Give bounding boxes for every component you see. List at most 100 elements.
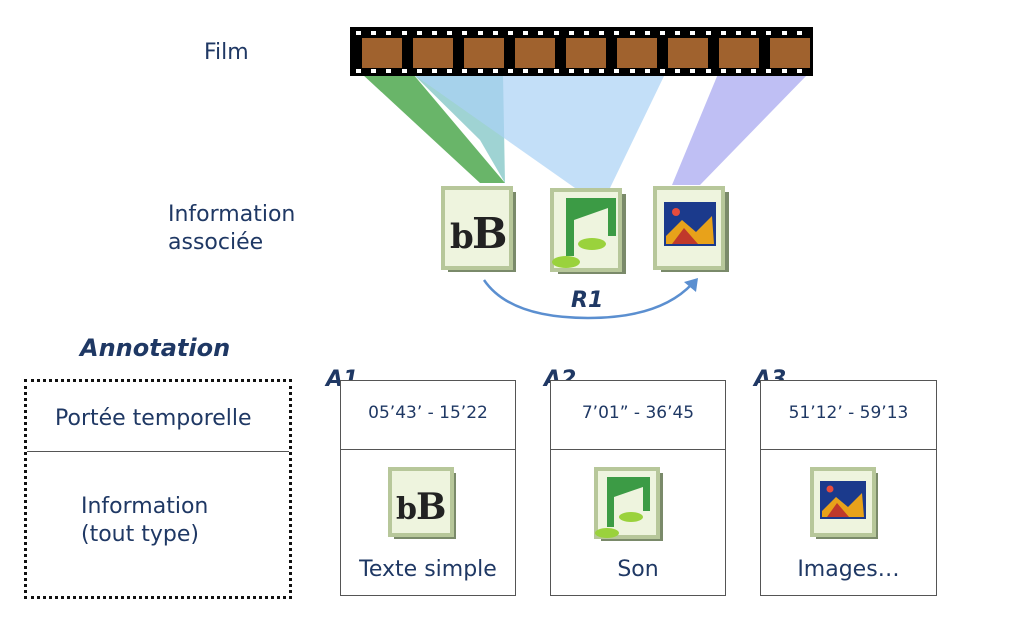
film-sprocket: [660, 69, 665, 73]
film-sprocket: [629, 69, 635, 73]
film-frame: [413, 38, 453, 68]
text-icon: b B: [388, 467, 456, 539]
film-sprocket: [523, 69, 529, 73]
film-label: Film: [204, 40, 249, 65]
film-sprocket: [736, 69, 741, 73]
info-label-line2: associée: [168, 230, 264, 255]
film-sprocket: [614, 31, 620, 35]
text-icon: b B: [441, 186, 516, 272]
annotation-kind: Son: [617, 557, 659, 582]
annotation-card-a2: 7’01” - 36’45 Son: [550, 380, 726, 596]
image-icon: [653, 186, 729, 272]
film-frame: [668, 38, 708, 68]
film-sprocket: [584, 31, 589, 35]
film-sprocket: [568, 31, 574, 35]
annotation-schema-box: Portée temporelle Information (tout type…: [24, 379, 292, 599]
schema-divider: [27, 451, 289, 452]
film-sprocket: [781, 31, 787, 35]
film-frame: [515, 38, 555, 68]
music-note-icon: [594, 467, 663, 541]
film-sprocket: [690, 69, 696, 73]
film-sprocket: [584, 69, 589, 73]
film-sprocket: [796, 31, 802, 35]
svg-text:B: B: [472, 209, 508, 258]
beam-lightblue: [413, 74, 665, 188]
film-sprocket: [371, 69, 377, 73]
film-sprocket: [447, 31, 453, 35]
film-sprocket: [492, 31, 498, 35]
film-sprocket: [690, 31, 696, 35]
film-sprocket: [523, 31, 529, 35]
film-sprocket: [599, 31, 605, 35]
film-sprocket: [644, 31, 650, 35]
film-sprocket: [508, 69, 513, 73]
film-sprocket: [675, 69, 681, 73]
beam-purple: [672, 74, 808, 185]
film-sprocket: [736, 31, 741, 35]
film-sprocket: [432, 31, 437, 35]
film-sprocket: [538, 69, 544, 73]
film-sprocket: [401, 31, 407, 35]
film-sprocket: [781, 69, 787, 73]
film-sprocket: [432, 69, 437, 73]
film-frame: [719, 38, 759, 68]
schema-info-line1: Information: [81, 494, 209, 519]
annotation-title: Annotation: [80, 334, 231, 362]
film-sprocket: [629, 31, 635, 35]
film-sprocket: [796, 69, 802, 73]
film-sprocket: [386, 69, 392, 73]
film-sprocket: [614, 69, 620, 73]
film-sprocket: [720, 31, 726, 35]
svg-text:b: b: [450, 217, 474, 257]
annotation-time: 51’12’ - 59’13: [788, 403, 909, 423]
film-sprocket: [371, 31, 377, 35]
film-sprocket: [416, 31, 422, 35]
annotation-kind: Texte simple: [359, 557, 497, 582]
schema-info-line2: (tout type): [81, 522, 199, 547]
film-frame: [464, 38, 504, 68]
film-sprocket: [356, 69, 361, 73]
film-sprocket: [416, 69, 422, 73]
annotation-time: 05’43’ - 15’22: [368, 403, 488, 423]
annotation-card-a1: 05’43’ - 15’22 b B Texte simple: [340, 380, 516, 596]
card-divider: [551, 449, 725, 450]
annotation-card-a3: 51’12’ - 59’13 Images…: [760, 380, 937, 596]
film-sprocket: [447, 69, 453, 73]
svg-text:b: b: [396, 492, 417, 527]
film-sprocket: [462, 31, 468, 35]
info-label-line1: Information: [168, 202, 296, 227]
film-sprocket: [751, 31, 757, 35]
film-frame: [566, 38, 606, 68]
schema-time-label: Portée temporelle: [55, 406, 252, 431]
film-sprocket: [553, 69, 559, 73]
film-frame: [617, 38, 657, 68]
film-sprocket: [720, 69, 726, 73]
film-sprocket: [766, 69, 772, 73]
annotation-kind: Images…: [797, 557, 900, 582]
card-divider: [761, 449, 936, 450]
image-icon: [810, 467, 878, 539]
film-sprocket: [644, 69, 650, 73]
film-sprocket: [766, 31, 772, 35]
film-sprocket: [751, 69, 757, 73]
svg-text:B: B: [416, 486, 446, 528]
card-divider: [341, 449, 515, 450]
film-sprocket: [599, 69, 605, 73]
film-sprocket: [705, 31, 711, 35]
film-sprocket: [462, 69, 468, 73]
film-sprocket: [568, 69, 574, 73]
film-sprocket: [538, 31, 544, 35]
film-sprocket: [553, 31, 559, 35]
film-sprocket: [386, 31, 392, 35]
film-sprocket: [660, 31, 665, 35]
film-sprocket: [492, 69, 498, 73]
film-sprocket: [401, 69, 407, 73]
annotation-time: 7’01” - 36’45: [581, 403, 695, 423]
film-frame: [362, 38, 402, 68]
film-sprocket: [356, 31, 361, 35]
film-sprocket: [508, 31, 513, 35]
film-sprocket: [477, 31, 483, 35]
relation-label: R1: [571, 288, 604, 313]
beam-green: [362, 74, 505, 183]
